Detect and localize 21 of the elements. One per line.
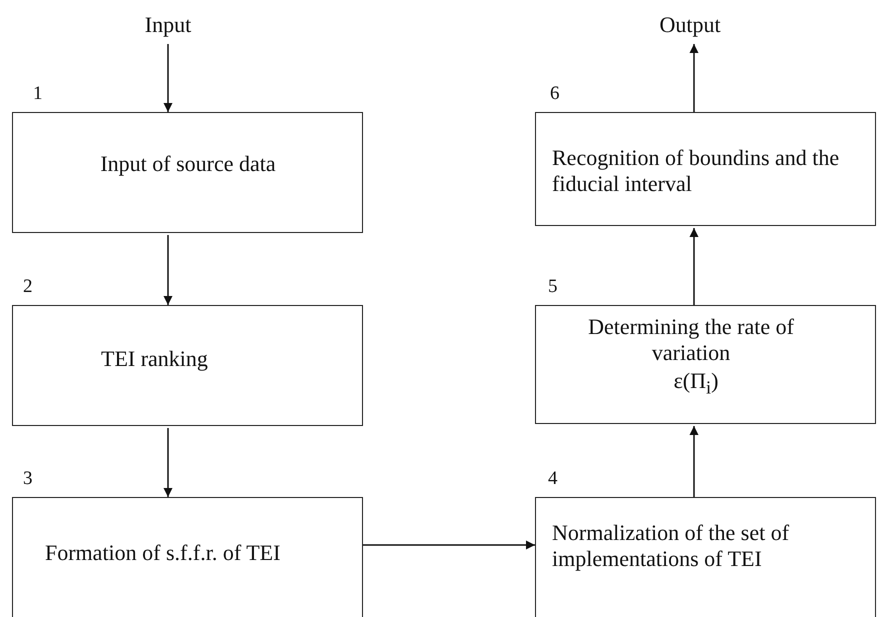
arrow [690, 426, 698, 497]
formula-text: ε(Π$_{i}$) [672, 368, 720, 400]
arrow [164, 235, 172, 305]
step-number: 2 [23, 276, 32, 298]
step-number: 4 [548, 468, 558, 490]
node-text: Input [144, 12, 192, 38]
node-text: Output [658, 12, 722, 38]
node-text: Input of source data [99, 151, 277, 177]
arrow [164, 44, 172, 112]
step-number: 6 [550, 83, 560, 105]
step-number: 1 [33, 83, 42, 105]
arrow [164, 428, 172, 497]
step-number: 5 [548, 276, 558, 298]
arrow [363, 540, 535, 550]
node-text: Normalization of the set of implementations of TEI [552, 520, 790, 572]
arrow [690, 228, 698, 305]
arrow [690, 44, 698, 112]
node-text: Formation of s.f.f.r. of TEI [45, 540, 282, 566]
node-text: TEI ranking [101, 346, 209, 372]
node-text: Recognition of boundins and the fiducial interval [552, 145, 840, 197]
step-number: 3 [23, 468, 32, 490]
